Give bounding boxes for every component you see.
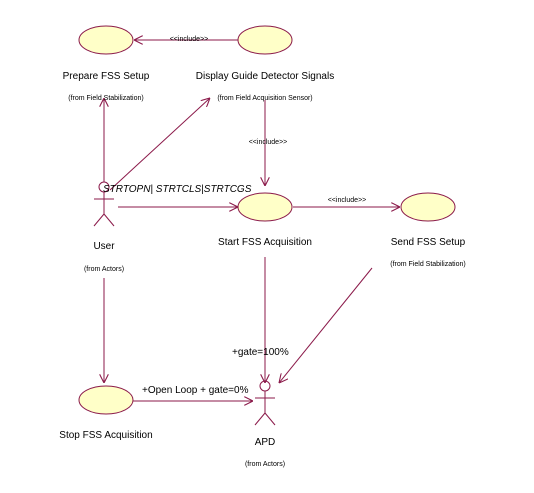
usecase-send-fss-setup[interactable]: Send FSS Setup (from Field Stabilization… — [390, 192, 466, 268]
usecase-name: Stop FSS Acquisition — [59, 430, 152, 441]
edge-label-open-loop: +Open Loop + gate=0% — [142, 385, 249, 396]
usecase-display-guide-detector-signals[interactable]: Display Guide Detector Signals (from Fie… — [196, 25, 334, 102]
stick-figure-icon[interactable] — [93, 181, 115, 227]
edges — [104, 40, 400, 401]
usecase-ellipse[interactable] — [78, 25, 134, 55]
actor-from: (from Actors) — [245, 461, 285, 468]
edge-label-include-top: <<include>> — [170, 36, 209, 43]
usecase-from: (from Field Stabilization) — [68, 95, 143, 102]
edge-label-include-right: <<include>> — [328, 197, 367, 204]
usecase-ellipse[interactable] — [237, 25, 293, 55]
usecase-start-fss-acquisition[interactable]: Start FSS Acquisition — [218, 192, 312, 248]
usecase-ellipse[interactable] — [78, 385, 134, 415]
usecase-ellipse[interactable] — [400, 192, 456, 222]
usecase-name: Send FSS Setup — [391, 237, 466, 248]
usecase-from: (from Field Stabilization) — [390, 261, 465, 268]
edge-user-display — [109, 98, 210, 191]
usecase-stop-fss-acquisition[interactable]: Stop FSS Acquisition — [59, 385, 153, 441]
edge-label-user-start: STRTOPN| STRTCLS|STRTCGS — [103, 184, 252, 195]
actor-user[interactable]: User (from Actors) — [84, 181, 124, 273]
usecase-prepare-fss-setup[interactable]: Prepare FSS Setup (from Field Stabilizat… — [63, 25, 150, 102]
usecase-ellipse[interactable] — [237, 192, 293, 222]
actor-name: APD — [255, 437, 276, 448]
actor-from: (from Actors) — [84, 266, 124, 273]
actor-name: User — [93, 241, 115, 252]
actor-apd[interactable]: APD (from Actors) — [245, 380, 285, 468]
edge-send-apd — [279, 267, 373, 383]
usecase-from: (from Field Acquisition Sensor) — [217, 95, 312, 102]
usecase-name: Prepare FSS Setup — [63, 71, 150, 82]
edge-label-gate-100: +gate=100% — [232, 347, 289, 358]
edge-label-include-middle: <<include>> — [249, 139, 288, 146]
usecase-name: Display Guide Detector Signals — [196, 71, 334, 82]
usecase-name: Start FSS Acquisition — [218, 237, 312, 248]
stick-figure-icon[interactable] — [254, 380, 276, 426]
